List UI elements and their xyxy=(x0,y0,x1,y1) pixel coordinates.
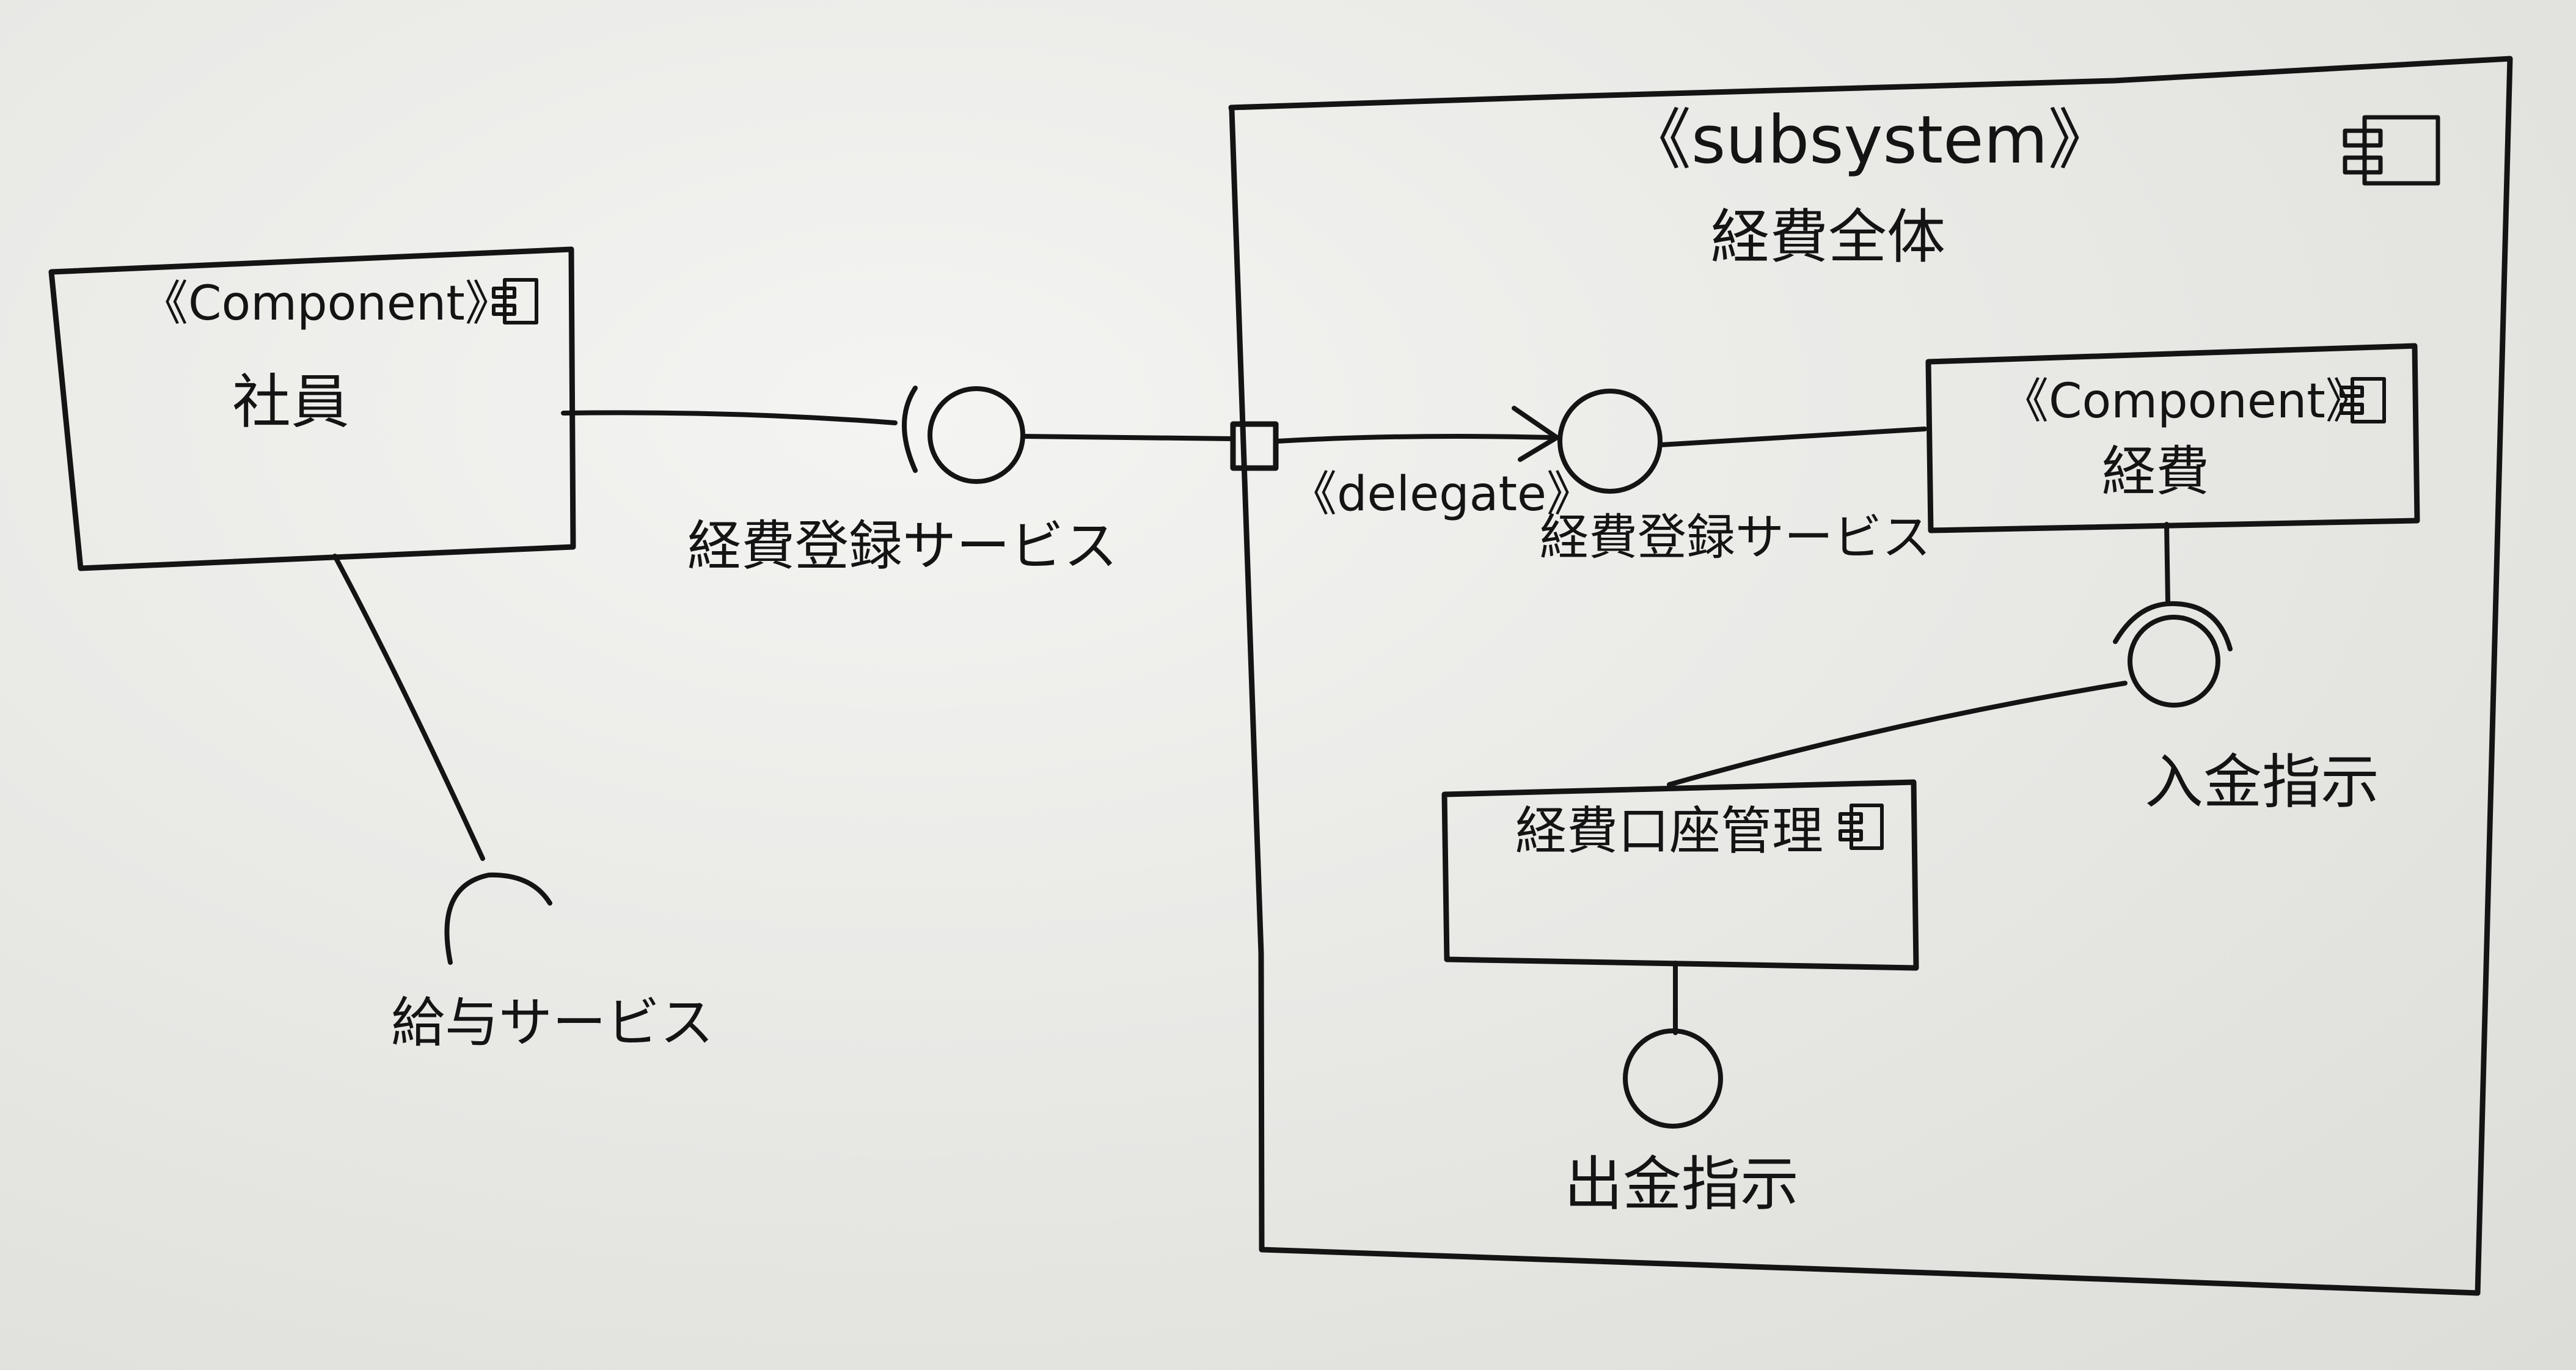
subsystem-box[interactable] xyxy=(1228,56,2513,1296)
component-icon xyxy=(2340,377,2386,423)
provided-interface-icon xyxy=(2128,615,2220,708)
employee-to-salary-service-line xyxy=(332,554,485,861)
expense-registration-outer-label: 経費登録サービス xyxy=(687,515,1118,577)
expense-to-payment-in-line xyxy=(2164,522,2170,604)
expense-component-stereotype: 《Component》 xyxy=(2001,374,2373,429)
interface-to-port-line xyxy=(1021,434,1235,441)
interface-to-expense-component-line xyxy=(1658,427,1927,447)
component-icon xyxy=(492,278,538,324)
required-interface-icon xyxy=(2113,601,2233,651)
employee-to-expense-registration-line xyxy=(561,410,898,425)
expense-registration-inner-label: 経費登録サービス xyxy=(1540,509,1931,566)
provided-interface-icon xyxy=(1557,389,1663,494)
employee-stereotype: 《Component》 xyxy=(141,276,513,331)
port-icon[interactable] xyxy=(1230,421,1279,471)
employee-name: 社員 xyxy=(232,368,349,436)
delegate-label: 《delegate》 xyxy=(1289,467,1595,522)
subsystem-name: 経費全体 xyxy=(1711,203,1945,271)
delegate-arrow-icon xyxy=(1512,406,1559,462)
expense-component-box[interactable] xyxy=(1925,343,2420,533)
component-icon xyxy=(1839,804,1884,850)
provided-interface-icon xyxy=(928,386,1025,484)
component-icon xyxy=(2343,115,2440,186)
account-component-name: 経費口座管理 xyxy=(1515,801,1824,861)
payment-in-instruction-label: 入金指示 xyxy=(2145,748,2379,816)
employee-component-box[interactable] xyxy=(48,246,576,571)
payment-out-instruction-label: 出金指示 xyxy=(1564,1150,1799,1218)
account-to-payment-in-line xyxy=(1667,681,2128,787)
account-component-box[interactable] xyxy=(1441,779,1919,971)
delegate-arrow-line xyxy=(1275,434,1554,444)
required-interface-icon xyxy=(444,872,552,965)
subsystem-stereotype: 《subsystem》 xyxy=(1625,102,2114,178)
provided-interface-icon xyxy=(1623,1028,1723,1129)
required-interface-icon xyxy=(902,386,918,473)
salary-service-label: 給与サービス xyxy=(391,991,714,1054)
expense-component-name: 経費 xyxy=(2102,440,2210,503)
